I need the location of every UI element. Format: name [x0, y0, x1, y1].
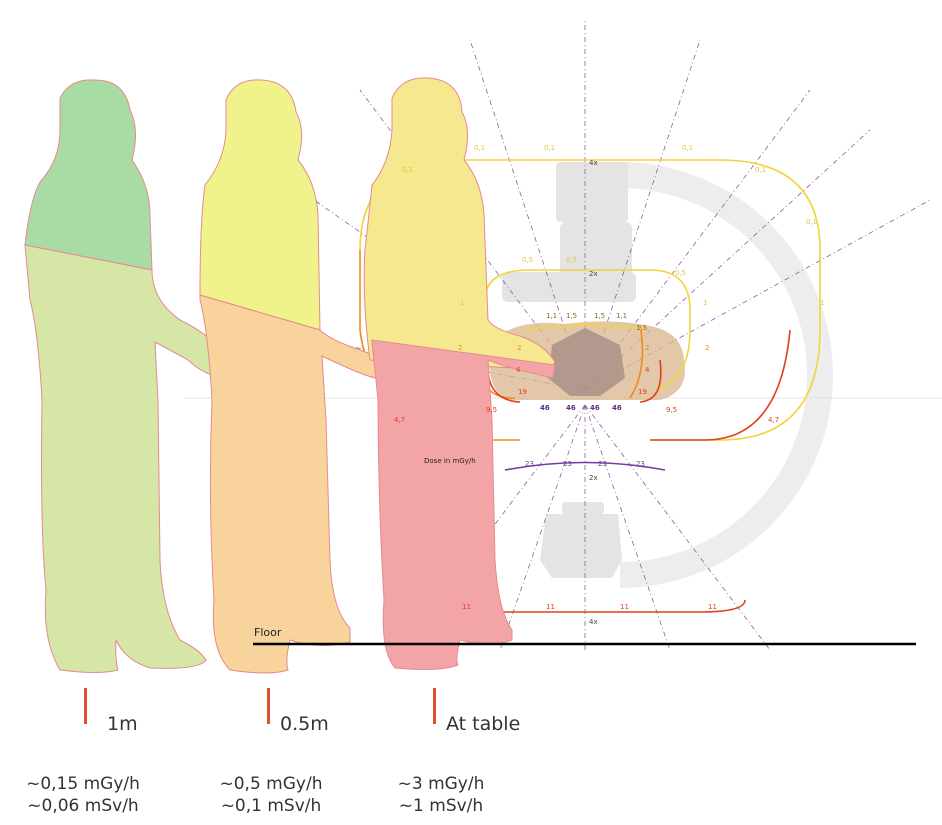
iso-lower11-2: 11: [620, 603, 629, 611]
c-arm-ring: [619, 162, 833, 588]
iso-scale-0: 4x: [589, 159, 598, 167]
isodose-19-right: [639, 359, 662, 403]
iso-scale-3: 4x: [589, 618, 598, 626]
iso-inner-4: 1,5: [636, 324, 647, 332]
iso-inner-3: 1,1: [616, 312, 627, 320]
iso-below23-0: 23: [525, 460, 534, 468]
iso-outer-side-2: 1: [820, 299, 824, 307]
xray-detector: [502, 162, 636, 302]
iso-lower11-0: 11: [462, 603, 471, 611]
patient-head: [548, 328, 625, 396]
distance-tick-at-table: [433, 688, 436, 724]
iso-ring47-0: 4,7: [394, 416, 405, 424]
iso-ring2-3: 2: [705, 344, 709, 352]
isodose-mid: [484, 269, 691, 391]
distance-label-1m: 1m: [107, 713, 138, 735]
iso-below23-2: 23: [598, 460, 607, 468]
isodose-values: 0,1 0,1 0,1 0,1 0,1 0,1 1 1 1 0,5 0,5 0,…: [394, 144, 824, 626]
iso-lower11-3: 11: [708, 603, 717, 611]
iso-mid-0: 0,5: [522, 256, 533, 264]
iso-outer-side-1: 1: [703, 299, 707, 307]
iso-center46-0: 46: [540, 404, 550, 412]
iso-ring9-1: 9,5: [666, 406, 677, 414]
isodose-2-right: [629, 324, 644, 399]
iso-ring2-1: 2: [517, 344, 521, 352]
distance-label-05m: 0.5m: [280, 713, 329, 735]
iso-ring9-0: 9,5: [486, 406, 497, 414]
floor-label: Floor: [254, 626, 282, 639]
iso-mid-1: 0,5: [566, 256, 577, 264]
iso-ring2-0: 2: [458, 344, 462, 352]
iso-mid-2: 0,5: [675, 269, 686, 277]
dose-readout-1m: ~0,15 mGy/h ~0,06 mSv/h: [8, 773, 158, 817]
iso-lower11-1: 11: [546, 603, 555, 611]
iso-center46-2: 46: [590, 404, 600, 412]
iso-outer-top-0: 0,1: [474, 144, 485, 152]
iso-outer-top-4: 0,1: [755, 166, 766, 174]
iso-scale-1: 2x: [589, 270, 598, 278]
iso-ring19-0: 19: [518, 388, 527, 396]
iso-ring19-1: 19: [638, 388, 647, 396]
iso-outer-top-2: 0,1: [682, 144, 693, 152]
iso-ring2-2: 2: [645, 344, 649, 352]
distance-tick-1m: [84, 688, 87, 724]
dose-unit-title: Dose in mGy/h: [424, 457, 476, 465]
isodose-047-right: [650, 329, 791, 441]
iso-ring47-1: 4,7: [768, 416, 779, 424]
iso-ring4-1: 4: [645, 366, 650, 374]
isodose-inner: [524, 324, 646, 331]
iso-outer-top-1: 0,1: [544, 144, 555, 152]
dose-readout-at-table: ~3 mGy/h ~1 mSv/h: [366, 773, 516, 817]
effective-dose-at-table: ~1 mSv/h: [398, 796, 484, 816]
iso-inner-2: 1,5: [594, 312, 605, 320]
iso-inner-0: 1,1: [546, 312, 557, 320]
iso-ring4-0: 4: [516, 366, 521, 374]
iso-scale-2: 2x: [589, 474, 598, 482]
air-kerma-05m: ~0,5 mGy/h: [219, 774, 323, 794]
iso-below23-1: 23: [563, 460, 572, 468]
staff-figure-at-table: [363, 77, 556, 670]
iso-inner-1: 1,5: [566, 312, 577, 320]
air-kerma-1m: ~0,15 mGy/h: [26, 774, 140, 794]
dose-readout-05m: ~0,5 mGy/h ~0,1 mSv/h: [196, 773, 346, 817]
iso-outer-side-0: 1: [460, 299, 464, 307]
air-kerma-at-table: ~3 mGy/h: [397, 774, 485, 794]
staff-figure-1m: [24, 79, 226, 673]
distance-tick-05m: [267, 688, 270, 724]
iso-below23-3: 23: [636, 460, 645, 468]
staff-figure-05m: [199, 79, 393, 674]
iso-center46-1: 46: [566, 404, 576, 412]
xray-tube: [540, 502, 622, 578]
iso-outer-top-3: 0,1: [402, 166, 413, 174]
distance-label-at-table: At table: [446, 713, 521, 735]
iso-center46-3: 46: [612, 404, 622, 412]
isodose-23: [504, 461, 666, 471]
effective-dose-05m: ~0,1 mSv/h: [220, 796, 322, 816]
effective-dose-1m: ~0,06 mSv/h: [27, 796, 139, 816]
iso-outer-top-5: 0,1: [806, 218, 817, 226]
